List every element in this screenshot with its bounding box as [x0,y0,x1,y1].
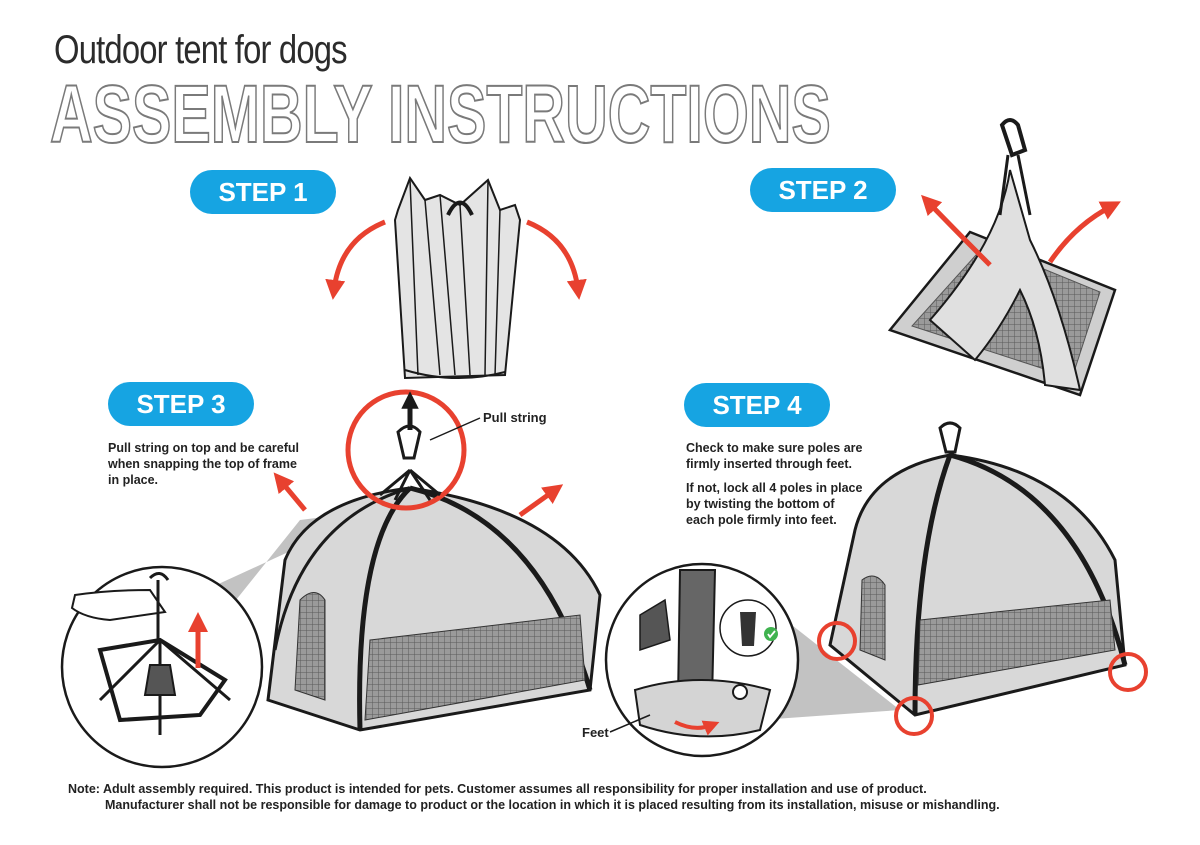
page-title: ASSEMBLY INSTRUCTIONS [49,69,831,160]
pull-string-label: Pull string [483,410,547,425]
spread-left-arrow [921,194,992,267]
step-4-badge: STEP 4 [684,383,830,427]
note-line-1: Note: Adult assembly required. This prod… [68,782,927,796]
tent-step-3 [140,389,602,732]
step-3-badge: STEP 3 [108,382,254,426]
step-3-line: when snapping the top of frame [108,457,297,471]
tent-step-4 [760,421,1148,736]
foot-highlight-right [1108,652,1148,692]
step-4-line: firmly inserted through feet. [686,457,852,471]
pull-string-leader [429,417,481,441]
foot-highlight-left [817,621,857,661]
feet-label: Feet [582,725,609,740]
note: Note: Adult assembly required. This prod… [68,781,1000,813]
rotate-right-arrow [526,219,587,300]
expand-right-arrow [518,484,564,518]
rotate-left-arrow [325,219,386,300]
step-2-badge: STEP 2 [750,168,896,212]
step-4-instructions: Check to make sure poles are firmly inse… [686,440,862,528]
step-1-badge: STEP 1 [190,170,336,214]
step-4-line: by twisting the bottom of [686,497,835,511]
step-4-line: each pole firmly into feet. [686,513,837,527]
step-3-line: in place. [108,473,159,487]
step-4-detail-circle [604,562,800,758]
check-icon [764,627,778,641]
foot-highlight-front [894,696,934,736]
twist-arrow [674,720,720,736]
step-4-line: Check to make sure poles are [686,441,863,455]
expand-left-arrow [273,472,307,512]
feet-leader [609,714,651,733]
subtitle: Outdoor tent for dogs [54,28,348,72]
step-3-instructions: Pull string on top and be careful when s… [108,440,299,488]
spread-right-arrow [1047,201,1121,264]
note-line-2: Manufacturer shall not be responsible fo… [105,798,1000,812]
step-3-detail-circle [60,565,264,769]
unfolding-tent [887,118,1117,397]
step-4-line: If not, lock all 4 poles in place [686,481,863,495]
folded-tent [393,175,522,380]
step-3-line: Pull string on top and be careful [108,441,299,455]
